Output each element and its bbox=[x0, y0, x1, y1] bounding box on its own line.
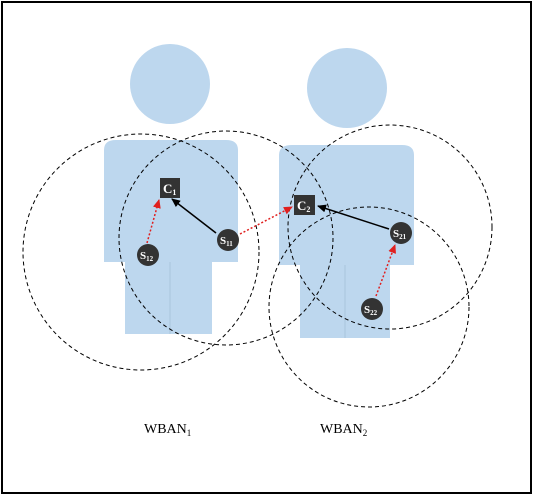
node-s22-shape bbox=[361, 298, 383, 320]
node-s21-sub: 21 bbox=[399, 233, 407, 241]
wban1-label: WBAN1 bbox=[144, 422, 191, 438]
node-c2: C2 bbox=[294, 195, 315, 215]
range-circle-s22 bbox=[268, 206, 470, 408]
link-s11-c2 bbox=[239, 206, 293, 235]
node-s22-base: S bbox=[364, 304, 370, 316]
torso-2 bbox=[279, 145, 414, 338]
node-s11-sub: 11 bbox=[226, 240, 233, 248]
node-s12-sub: 12 bbox=[146, 255, 154, 263]
wban2-sub: 2 bbox=[363, 428, 368, 438]
head-2 bbox=[307, 48, 387, 128]
node-s22-sub: 22 bbox=[370, 309, 378, 317]
node-s12-base: S bbox=[140, 250, 146, 262]
node-s12-shape bbox=[137, 244, 159, 266]
node-c1: C1 bbox=[160, 178, 180, 198]
node-s21: S21 bbox=[390, 222, 412, 244]
head-1 bbox=[130, 44, 210, 124]
node-s11: S11 bbox=[217, 229, 239, 251]
body-figure-1 bbox=[104, 44, 238, 334]
node-s21-shape bbox=[390, 222, 412, 244]
wban2-label: WBAN2 bbox=[320, 422, 367, 438]
node-c1-base: C bbox=[163, 181, 172, 196]
node-c1-sub: 1 bbox=[172, 188, 176, 197]
link-s12-c1 bbox=[146, 199, 161, 244]
node-s11-base: S bbox=[220, 235, 226, 247]
link-s11-c1 bbox=[171, 198, 217, 234]
svg-text:C2: C2 bbox=[297, 198, 310, 214]
svg-text:S11: S11 bbox=[220, 235, 233, 248]
node-c2-sub: 2 bbox=[306, 205, 310, 214]
range-circle-s11 bbox=[118, 130, 334, 346]
node-c2-shape bbox=[294, 195, 315, 215]
torso-1 bbox=[104, 140, 238, 334]
node-s12: S12 bbox=[137, 244, 159, 266]
svg-text:S22: S22 bbox=[364, 304, 378, 317]
range-circle-s12 bbox=[22, 133, 260, 371]
node-s22: S22 bbox=[361, 298, 383, 320]
body-figure-2 bbox=[279, 48, 414, 338]
range-circle-s21 bbox=[287, 124, 493, 330]
wban2-base: WBAN bbox=[320, 422, 363, 437]
link-s22-s21 bbox=[375, 244, 396, 297]
wban1-sub: 1 bbox=[187, 428, 192, 438]
link-s21-c2 bbox=[317, 204, 390, 230]
svg-text:C1: C1 bbox=[163, 181, 176, 197]
node-s21-base: S bbox=[393, 228, 399, 240]
svg-text:S12: S12 bbox=[140, 250, 154, 263]
svg-text:S21: S21 bbox=[393, 228, 407, 241]
node-s11-shape bbox=[217, 229, 239, 251]
node-c1-shape bbox=[160, 178, 180, 198]
wban1-base: WBAN bbox=[144, 422, 187, 437]
node-c2-base: C bbox=[297, 198, 306, 213]
